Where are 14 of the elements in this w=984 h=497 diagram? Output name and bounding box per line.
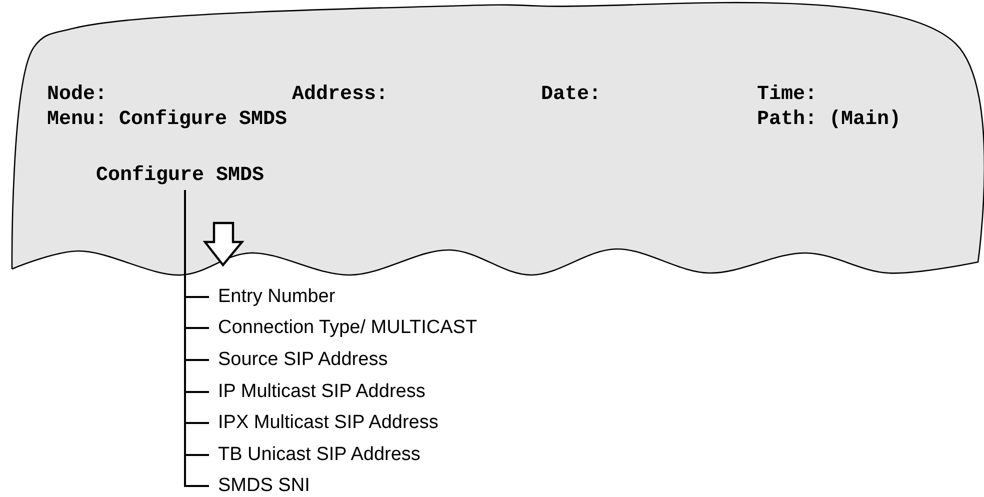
menu-item: TB Unicast SIP Address: [209, 444, 420, 466]
menu-item: IPX Multicast SIP Address: [209, 412, 438, 434]
screen-field-label: Node:: [47, 84, 108, 106]
menu-item: SMDS SNI: [209, 475, 310, 497]
menu-item: Connection Type/ MULTICAST: [209, 317, 478, 339]
screen-field-label: Path: (Main): [757, 109, 902, 131]
screen-field-label: Date:: [541, 84, 602, 106]
screen-field-label: Address:: [292, 84, 388, 106]
menu-heading: Configure SMDS: [86, 165, 274, 187]
screen-field-label: Menu: Configure SMDS: [47, 109, 288, 131]
screen-field-label: Time:: [757, 84, 818, 106]
menu-item: Source SIP Address: [209, 349, 388, 371]
menu-item: IP Multicast SIP Address: [209, 381, 426, 403]
menu-item: Entry Number: [209, 286, 336, 308]
